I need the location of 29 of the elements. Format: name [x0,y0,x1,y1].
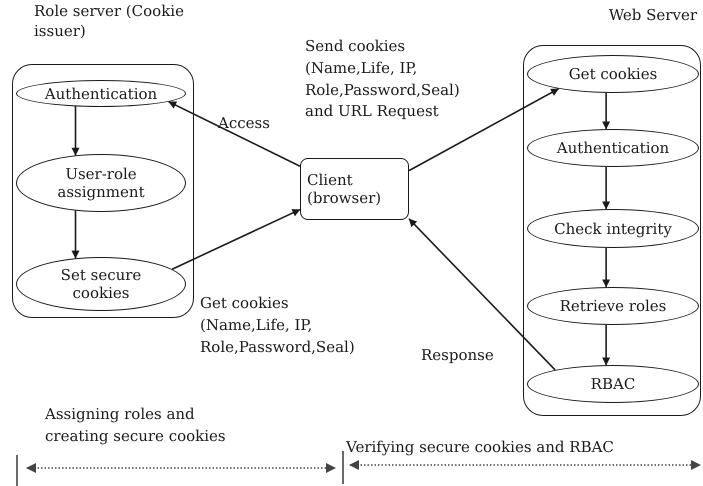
arrow [602,166,610,210]
process-ellipse: Set secure cookies [16,257,186,311]
server-group [12,2,194,318]
arrow [172,208,300,270]
server-title: Web Server [608,6,697,26]
arrow [602,248,610,288]
process-ellipse: Authentication [527,129,699,167]
process-ellipse: Authentication [16,80,186,107]
phase-label: Verifying secure cookies and RBAC [346,437,615,458]
arrow [408,218,556,370]
phase-label: Assigning roles and creating secure cookies [45,404,227,447]
arrow [408,88,560,172]
process-ellipse: RBAC [527,365,699,403]
arrow [168,100,300,167]
edge-label: Send cookies (Name,Life, IP, Role,Password,Seal) and URL Request [305,36,461,122]
process-ellipse: Check integrity [527,209,699,248]
arrow [602,324,610,366]
client-box: Client (browser) [300,158,409,220]
edge-label: Get cookies (Name,Life, IP, Role,Password,Seal) [200,293,356,358]
server-title: Role server (Cookie issuer) [34,2,184,41]
process-ellipse: User-role assignment [16,154,186,212]
edge-label: Response [421,345,495,366]
arrow [72,106,80,156]
process-ellipse: Retrieve roles [527,287,699,325]
arrow [602,92,610,130]
process-ellipse: Get cookies [527,55,699,93]
arrow [72,210,80,259]
edge-label: Access [218,113,271,134]
server-group [523,6,701,416]
